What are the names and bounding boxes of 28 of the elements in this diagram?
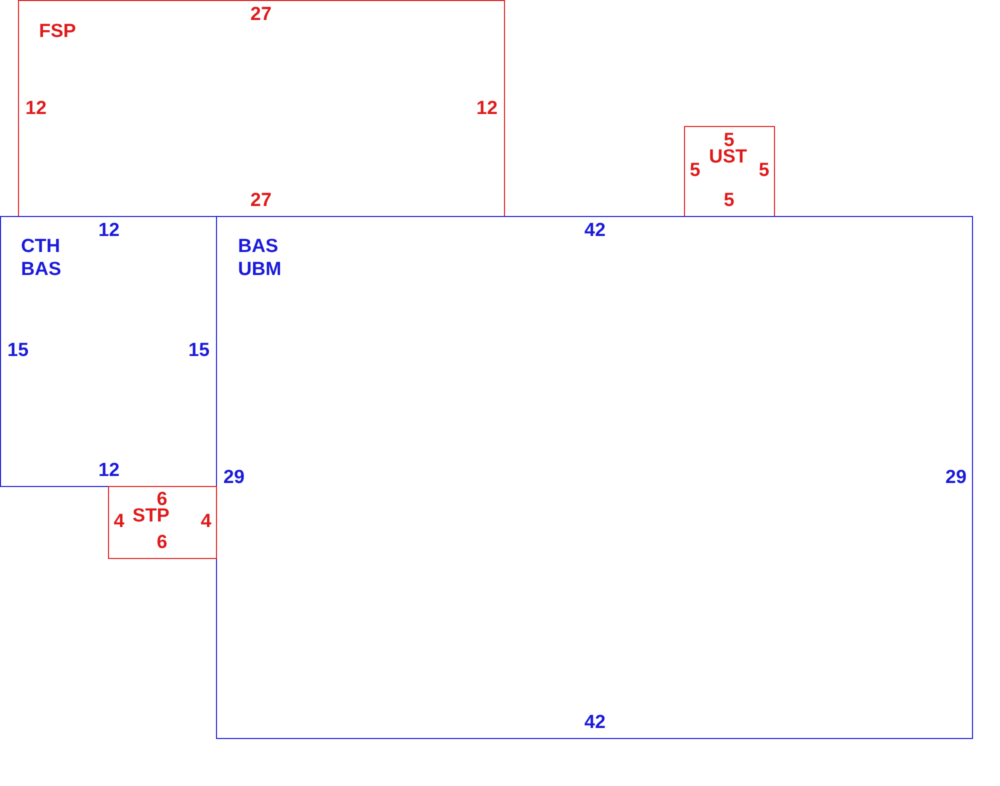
dimension-label: 4 bbox=[200, 512, 212, 532]
dimension-label: 5 bbox=[724, 191, 734, 211]
dimension-label: 42 bbox=[584, 713, 606, 733]
room-outline bbox=[0, 216, 217, 487]
dimension-label: 27 bbox=[250, 191, 272, 211]
room-label: CTH BAS bbox=[21, 235, 62, 281]
room-label: FSP bbox=[39, 20, 76, 43]
dimension-label: 29 bbox=[945, 468, 967, 488]
room-outline bbox=[684, 126, 775, 217]
dimension-label: 5 bbox=[690, 161, 700, 181]
room-label: STP bbox=[132, 506, 170, 528]
dimension-label: 12 bbox=[98, 221, 120, 241]
room-outline bbox=[108, 486, 217, 559]
dimension-label: 12 bbox=[25, 99, 47, 119]
room-label: BAS UBM bbox=[238, 235, 282, 281]
dimension-label: 12 bbox=[98, 461, 120, 481]
dimension-label: 15 bbox=[188, 341, 210, 361]
dimension-label: 27 bbox=[250, 5, 272, 25]
dimension-label: 12 bbox=[476, 99, 498, 119]
dimension-label: 5 bbox=[758, 161, 770, 181]
dimension-label: 6 bbox=[156, 533, 168, 553]
dimension-label: 29 bbox=[223, 468, 245, 488]
dimension-label: 4 bbox=[114, 512, 124, 532]
room-label: UST bbox=[709, 146, 747, 168]
room-outline bbox=[216, 216, 973, 739]
dimension-label: 15 bbox=[7, 341, 29, 361]
room-outline bbox=[18, 0, 505, 217]
dimension-label: 42 bbox=[584, 221, 606, 241]
